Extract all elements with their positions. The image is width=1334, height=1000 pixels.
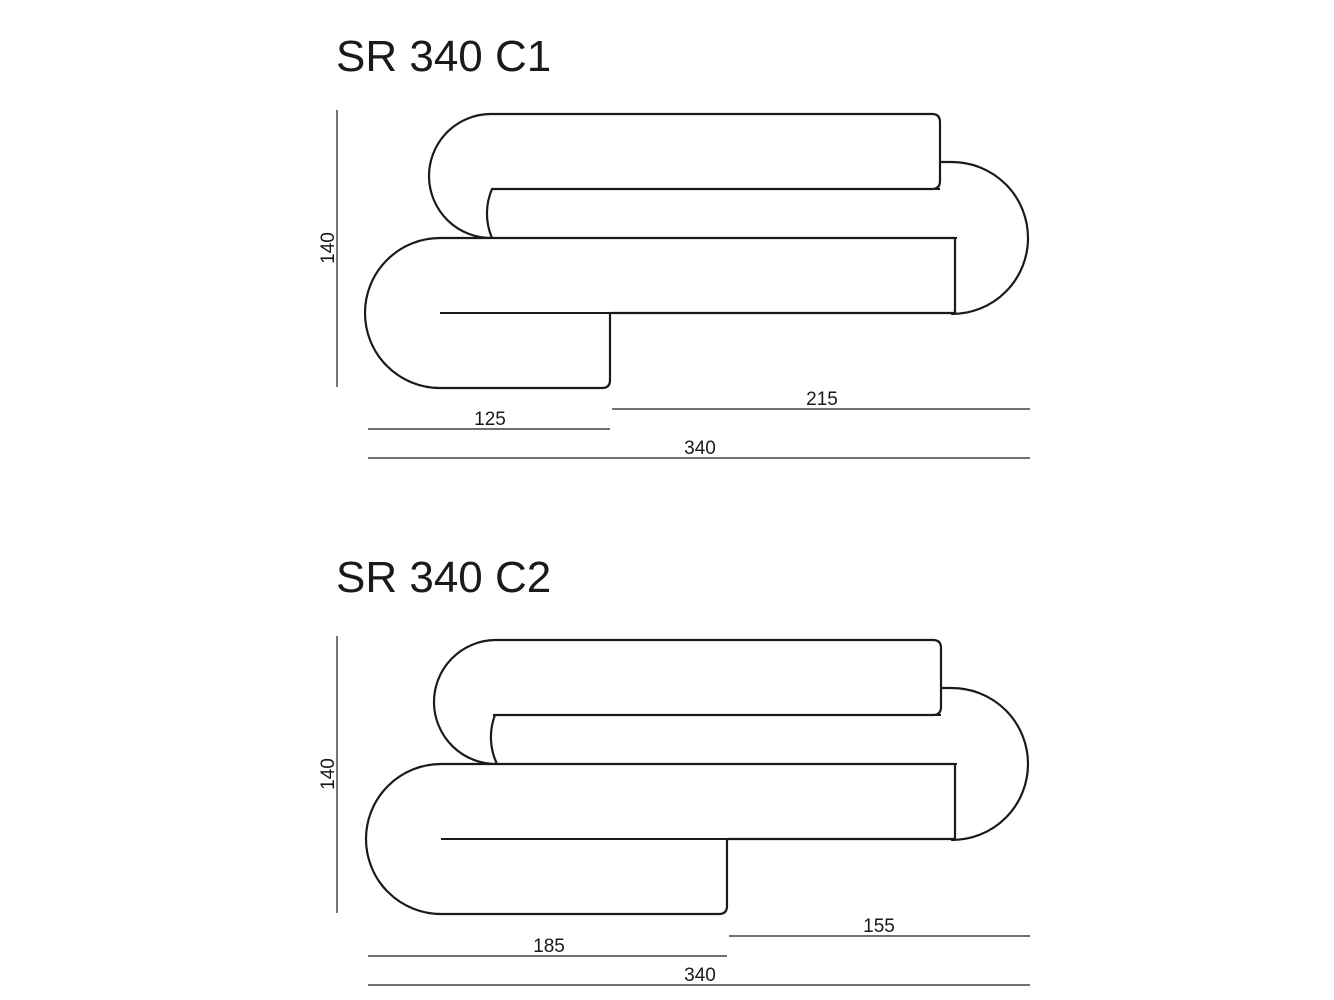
lower-segment-dimension-label: 185 [533, 936, 565, 957]
sofa-outline [363, 112, 957, 390]
depth-dimension-label: 140 [318, 758, 339, 790]
upper-segment-dimension-label: 215 [806, 389, 838, 410]
right-arm-curve [940, 160, 1030, 316]
model-title: SR 340 C2 [336, 553, 551, 602]
right-arm-curve [941, 686, 1030, 842]
drawing-sr-340-c1: SR 340 C1 140 215 125 340 [318, 32, 1030, 459]
lower-segment-dimension-label: 125 [474, 409, 506, 430]
overall-width-dimension-label: 340 [684, 438, 716, 459]
sofa-outline [364, 638, 957, 916]
overall-width-dimension-label: 340 [684, 965, 716, 986]
model-title: SR 340 C1 [336, 32, 551, 81]
drawing-sr-340-c2: SR 340 C2 140 155 185 340 [318, 553, 1030, 986]
depth-dimension-label: 140 [318, 232, 339, 264]
upper-segment-dimension-label: 155 [863, 916, 895, 937]
